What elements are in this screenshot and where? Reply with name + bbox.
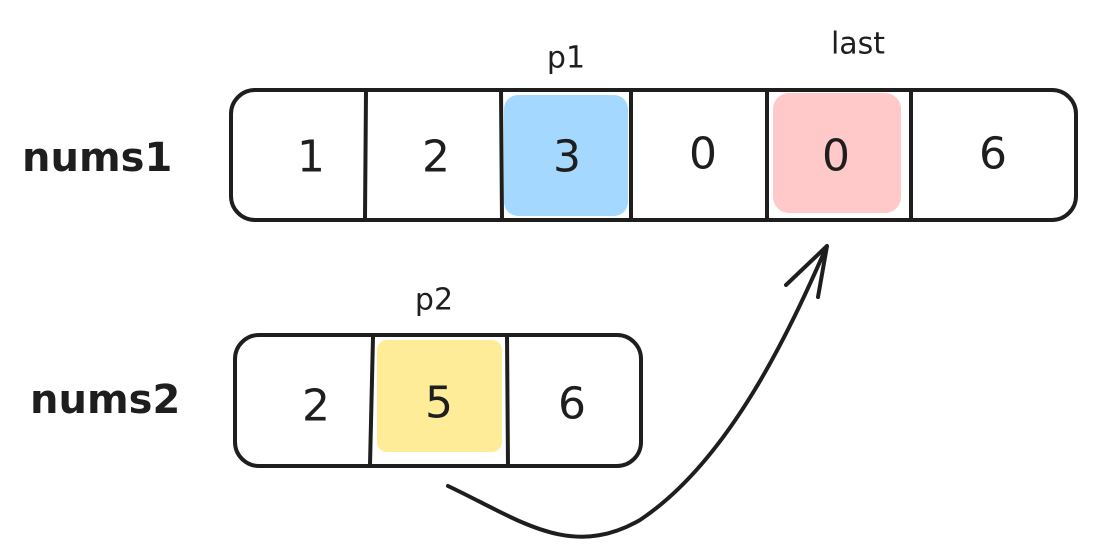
nums2-array-box (233, 333, 643, 468)
arrow-head-icon (784, 244, 829, 299)
nums1-label: nums1 (22, 135, 172, 181)
nums2-value: 6 (558, 379, 586, 430)
p2-pointer-label: p2 (415, 283, 453, 318)
nums2-value: 5 (425, 378, 453, 429)
nums2-divider (505, 333, 510, 468)
nums2-divider (368, 335, 375, 467)
nums1-value: 1 (297, 132, 325, 183)
p1-highlight (504, 95, 628, 216)
nums1-divider (499, 88, 504, 221)
nums2-value: 2 (302, 381, 330, 432)
nums2-label: nums2 (30, 377, 180, 423)
nums1-value: 0 (822, 131, 850, 182)
p1-pointer-label: p1 (547, 41, 585, 76)
last-pointer-label: last (831, 27, 885, 62)
nums1-value: 3 (553, 132, 581, 183)
last-highlight (773, 93, 901, 213)
nums1-value: 2 (422, 132, 450, 183)
nums1-value: 0 (689, 129, 717, 180)
nums1-divider (363, 90, 368, 220)
move-arrow (446, 246, 828, 539)
nums1-array-box (229, 88, 1078, 222)
p2-highlight (377, 340, 502, 452)
nums1-value: 6 (979, 129, 1007, 180)
